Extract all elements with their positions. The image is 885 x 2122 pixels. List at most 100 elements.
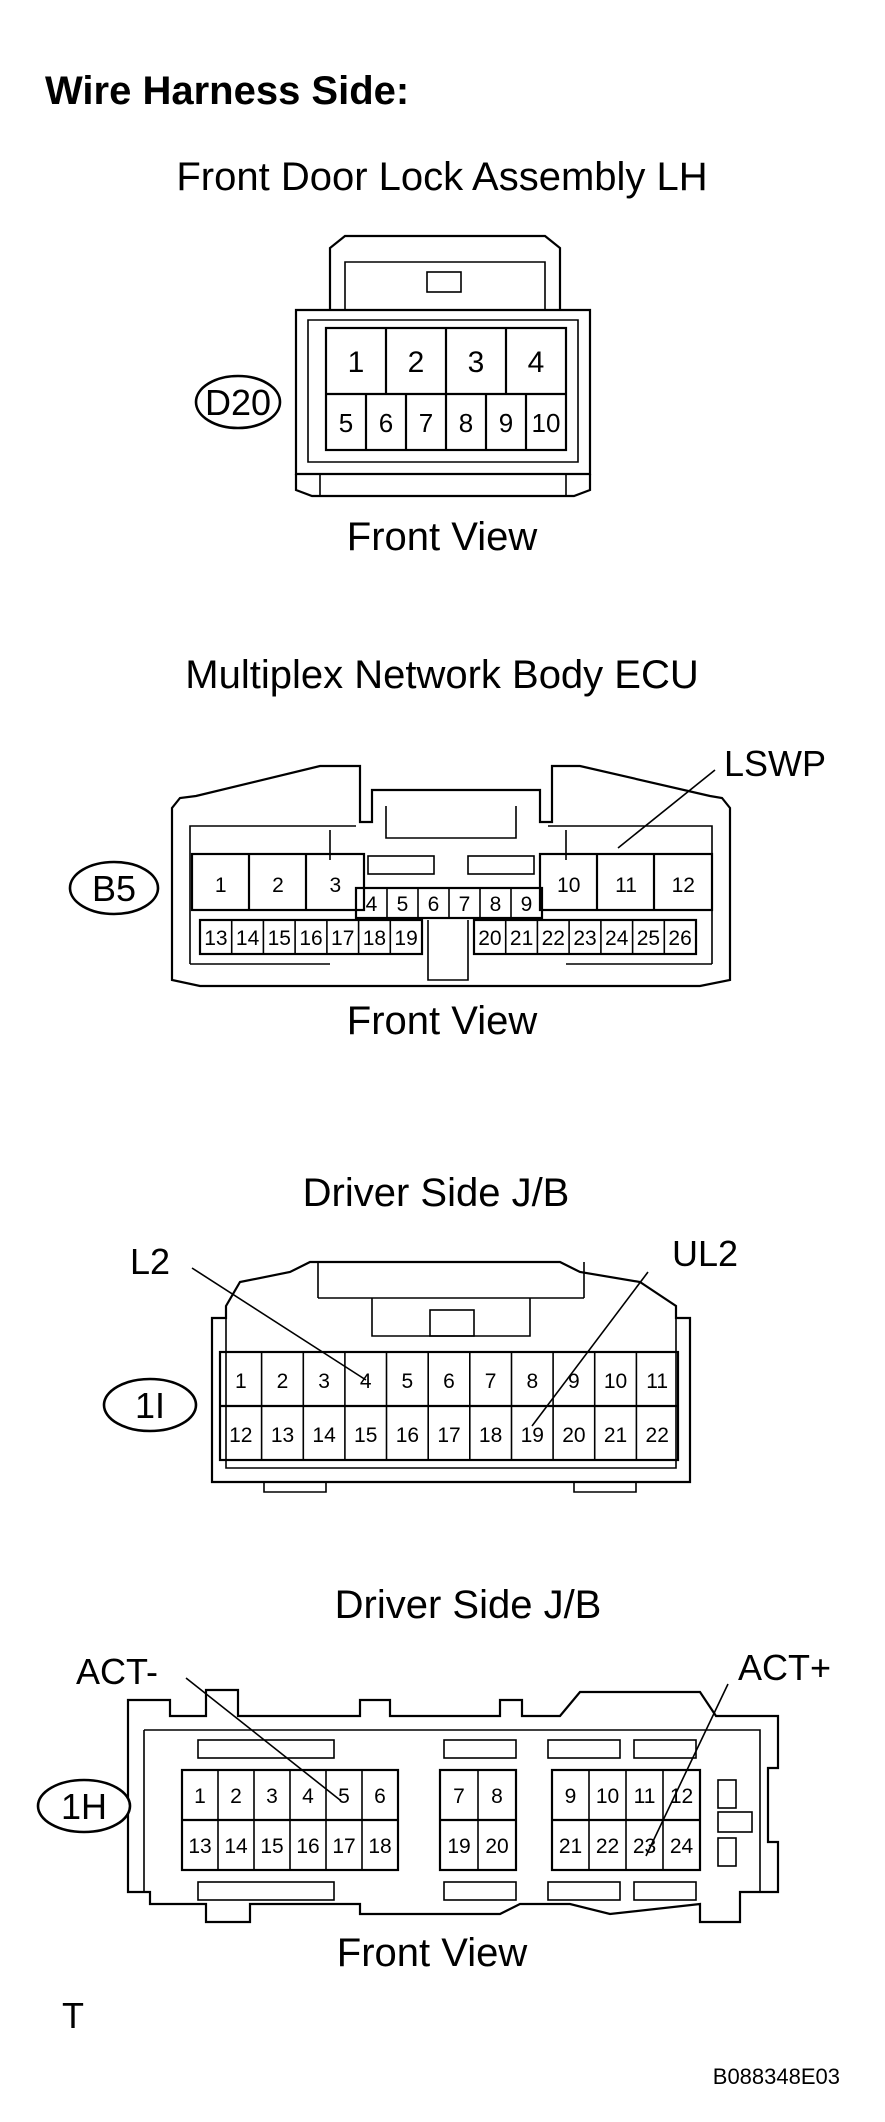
- b5-pin-21: 21: [510, 927, 533, 950]
- d20-pin-10: 10: [532, 408, 561, 438]
- 1h-pin-11: 11: [634, 1785, 656, 1808]
- 1h-pin-8: 8: [491, 1785, 503, 1808]
- 1i-pin-2: 2: [277, 1370, 289, 1393]
- 1h-callout-act-minus-line: [185, 1677, 341, 1801]
- 1h-callout-act-minus: ACT-: [76, 1651, 158, 1692]
- 1i-pin-19: 19: [521, 1424, 544, 1447]
- b5-pin-10: 10: [557, 874, 580, 897]
- d20-pin-8: 8: [459, 408, 473, 438]
- 1h-callout-act-plus: ACT+: [738, 1647, 831, 1688]
- 1i-pin-17: 17: [437, 1424, 460, 1447]
- 1h-code-oval: [36, 1778, 132, 1834]
- 1h-pin-2: 2: [230, 1785, 242, 1808]
- 1h-pin-6: 6: [374, 1785, 386, 1808]
- d20-pin-6: 6: [379, 408, 393, 438]
- b5-pin-1: 1: [215, 874, 227, 897]
- b5-code-oval: [68, 860, 160, 916]
- 1i-pin-7: 7: [485, 1370, 497, 1393]
- b5-pin-26: 26: [668, 927, 691, 950]
- d20-pin-2: 2: [408, 346, 425, 379]
- 1h-pin-5: 5: [338, 1785, 350, 1808]
- b5-pin-20: 20: [478, 927, 501, 950]
- 1i-pin-8: 8: [526, 1370, 538, 1393]
- b5-pin-3: 3: [329, 874, 341, 897]
- 1h-pin-17: 17: [332, 1835, 355, 1858]
- 1i-pin-22: 22: [646, 1424, 669, 1447]
- d20-pin-5: 5: [339, 408, 353, 438]
- 1h-pin-22: 22: [596, 1835, 619, 1858]
- b5-pin-9: 9: [521, 893, 533, 916]
- 1i-pin-12: 12: [229, 1424, 252, 1447]
- b5-pin-6: 6: [428, 893, 440, 916]
- 1i-title: Driver Side J/B: [303, 1171, 570, 1215]
- 1h-pin-4: 4: [302, 1785, 314, 1808]
- 1i-pin-6: 6: [443, 1370, 455, 1393]
- section-heading: Wire Harness Side:: [45, 69, 409, 113]
- b5-callout-lswp: LSWP: [724, 743, 826, 784]
- 1i-pin-14: 14: [312, 1424, 336, 1447]
- 1h-pin-23: 23: [633, 1835, 656, 1858]
- d20-pin-4: 4: [528, 346, 545, 379]
- b5-pin-5: 5: [397, 893, 409, 916]
- b5-pin-7: 7: [459, 893, 471, 916]
- footer-mark: T: [62, 1995, 84, 2036]
- 1i-pin-10: 10: [604, 1370, 627, 1393]
- d20-pin-9: 9: [499, 408, 513, 438]
- 1h-pin-13: 13: [188, 1835, 211, 1858]
- b5-pin-17: 17: [331, 927, 354, 950]
- 1i-pin-1: 1: [235, 1370, 247, 1393]
- d20-pin-3: 3: [468, 346, 485, 379]
- b5-pin-22: 22: [542, 927, 565, 950]
- b5-callout-line: [617, 769, 716, 849]
- 1h-pin-10: 10: [596, 1785, 619, 1808]
- b5-pin-14: 14: [236, 927, 260, 950]
- b5-title: Multiplex Network Body ECU: [185, 653, 699, 697]
- 1h-pin-21: 21: [559, 1835, 582, 1858]
- b5-pin-12: 12: [672, 874, 695, 897]
- b5-pin-18: 18: [363, 927, 386, 950]
- 1i-pin-11: 11: [646, 1370, 668, 1393]
- 1h-pin-7: 7: [453, 1785, 465, 1808]
- b5-pin-2: 2: [272, 874, 284, 897]
- 1i-pin-18: 18: [479, 1424, 502, 1447]
- b5-pin-16: 16: [299, 927, 322, 950]
- b5-pin-23: 23: [573, 927, 596, 950]
- 1h-pin-16: 16: [296, 1835, 319, 1858]
- 1i-pin-21: 21: [604, 1424, 627, 1447]
- 1h-pin-20: 20: [485, 1835, 508, 1858]
- d20-pin-7: 7: [419, 408, 433, 438]
- 1h-code: 1H: [61, 1786, 107, 1827]
- 1i-pin-15: 15: [354, 1424, 377, 1447]
- b5-pin-11: 11: [615, 874, 637, 897]
- d20-title: Front Door Lock Assembly LH: [176, 155, 707, 199]
- 1i-pin-13: 13: [271, 1424, 294, 1447]
- 1i-callout-ul2-line: [531, 1271, 649, 1427]
- b5-code: B5: [92, 868, 136, 909]
- figure-code: B088348E03: [713, 2064, 840, 2089]
- d20-pin-1: 1: [348, 346, 365, 379]
- b5-view-label: Front View: [347, 999, 538, 1043]
- 1h-pin-19: 19: [447, 1835, 470, 1858]
- 1i-callout-l2: L2: [130, 1241, 170, 1282]
- 1h-title: Driver Side J/B: [335, 1583, 602, 1627]
- b5-pin-24: 24: [605, 927, 629, 950]
- 1i-pin-3: 3: [318, 1370, 330, 1393]
- 1h-pin-1: 1: [194, 1785, 206, 1808]
- 1i-callout-ul2: UL2: [672, 1233, 738, 1274]
- 1h-view-label: Front View: [337, 1931, 528, 1975]
- 1h-pin-3: 3: [266, 1785, 278, 1808]
- 1h-pin-24: 24: [670, 1835, 694, 1858]
- d20-code: D20: [205, 382, 271, 423]
- 1i-code-oval: [102, 1377, 198, 1433]
- d20-view-label: Front View: [347, 515, 538, 559]
- 1i-pin-20: 20: [562, 1424, 585, 1447]
- 1h-pin-9: 9: [565, 1785, 577, 1808]
- b5-pin-25: 25: [637, 927, 660, 950]
- 1i-pin-4: 4: [360, 1370, 372, 1393]
